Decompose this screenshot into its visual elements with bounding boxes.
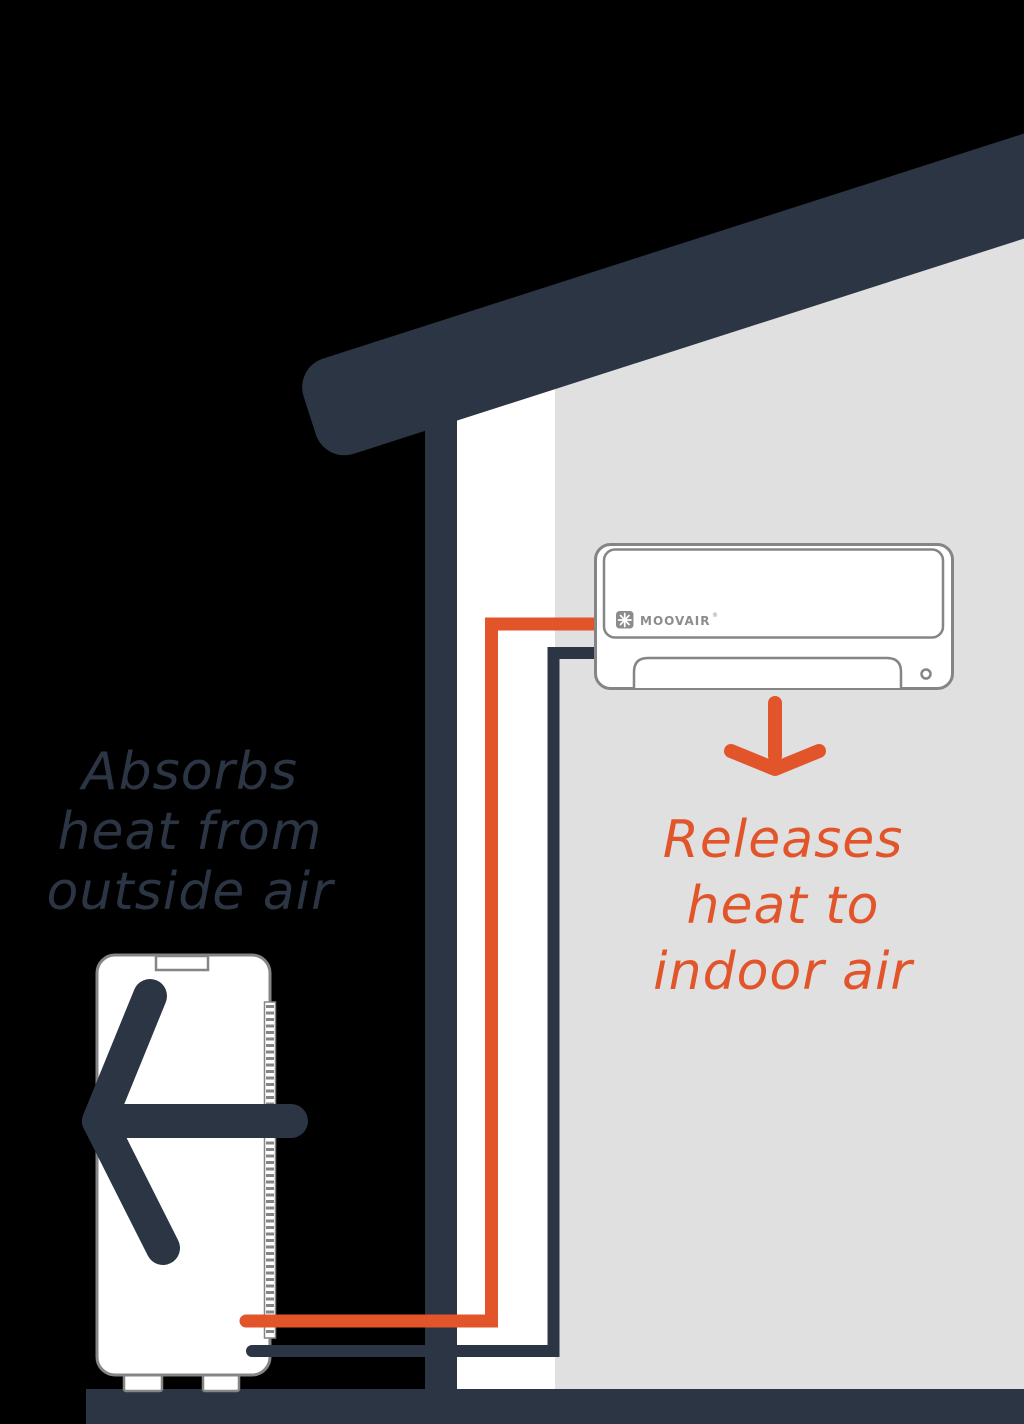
house-wall <box>555 224 1024 1390</box>
indoor-caption: Releases heat to indoor air <box>583 807 983 1005</box>
outdoor-caption-line1: Absorbs <box>82 742 298 802</box>
indoor-caption-line1: Releases <box>662 810 904 870</box>
refrigerant-line-return <box>246 647 618 1357</box>
ground <box>86 1389 1024 1424</box>
outdoor-caption: Absorbs heat from outside air <box>0 742 380 922</box>
indoor-unit-vent <box>632 656 903 688</box>
roof <box>302 77 1024 456</box>
arrow-left-icon <box>82 979 308 1265</box>
indoor-unit-front-panel <box>602 548 945 639</box>
house-wall-edge <box>457 378 557 1390</box>
outdoor-unit-handle <box>154 954 210 972</box>
snowflake-icon-glyph <box>617 612 632 628</box>
indoor-unit: MOOVAIR ® <box>594 543 954 690</box>
moovair-logo-mark: ® <box>712 612 718 619</box>
outdoor-unit-foot-left <box>122 1373 164 1393</box>
indoor-caption-line2: heat to <box>686 876 880 936</box>
moovair-logo-text: MOOVAIR <box>640 614 711 628</box>
refrigerant-line-hot <box>239 617 619 1328</box>
wall-post <box>425 400 457 1424</box>
indoor-caption-line3: indoor air <box>653 942 913 1002</box>
moovair-logo: MOOVAIR ® <box>616 611 718 629</box>
outdoor-caption-line2: heat from <box>57 802 323 862</box>
indicator-light <box>920 668 932 680</box>
arrow-down-icon <box>724 696 826 776</box>
outdoor-unit-foot-right <box>201 1373 241 1393</box>
outdoor-unit <box>82 953 308 1393</box>
outdoor-caption-line3: outside air <box>46 862 334 922</box>
